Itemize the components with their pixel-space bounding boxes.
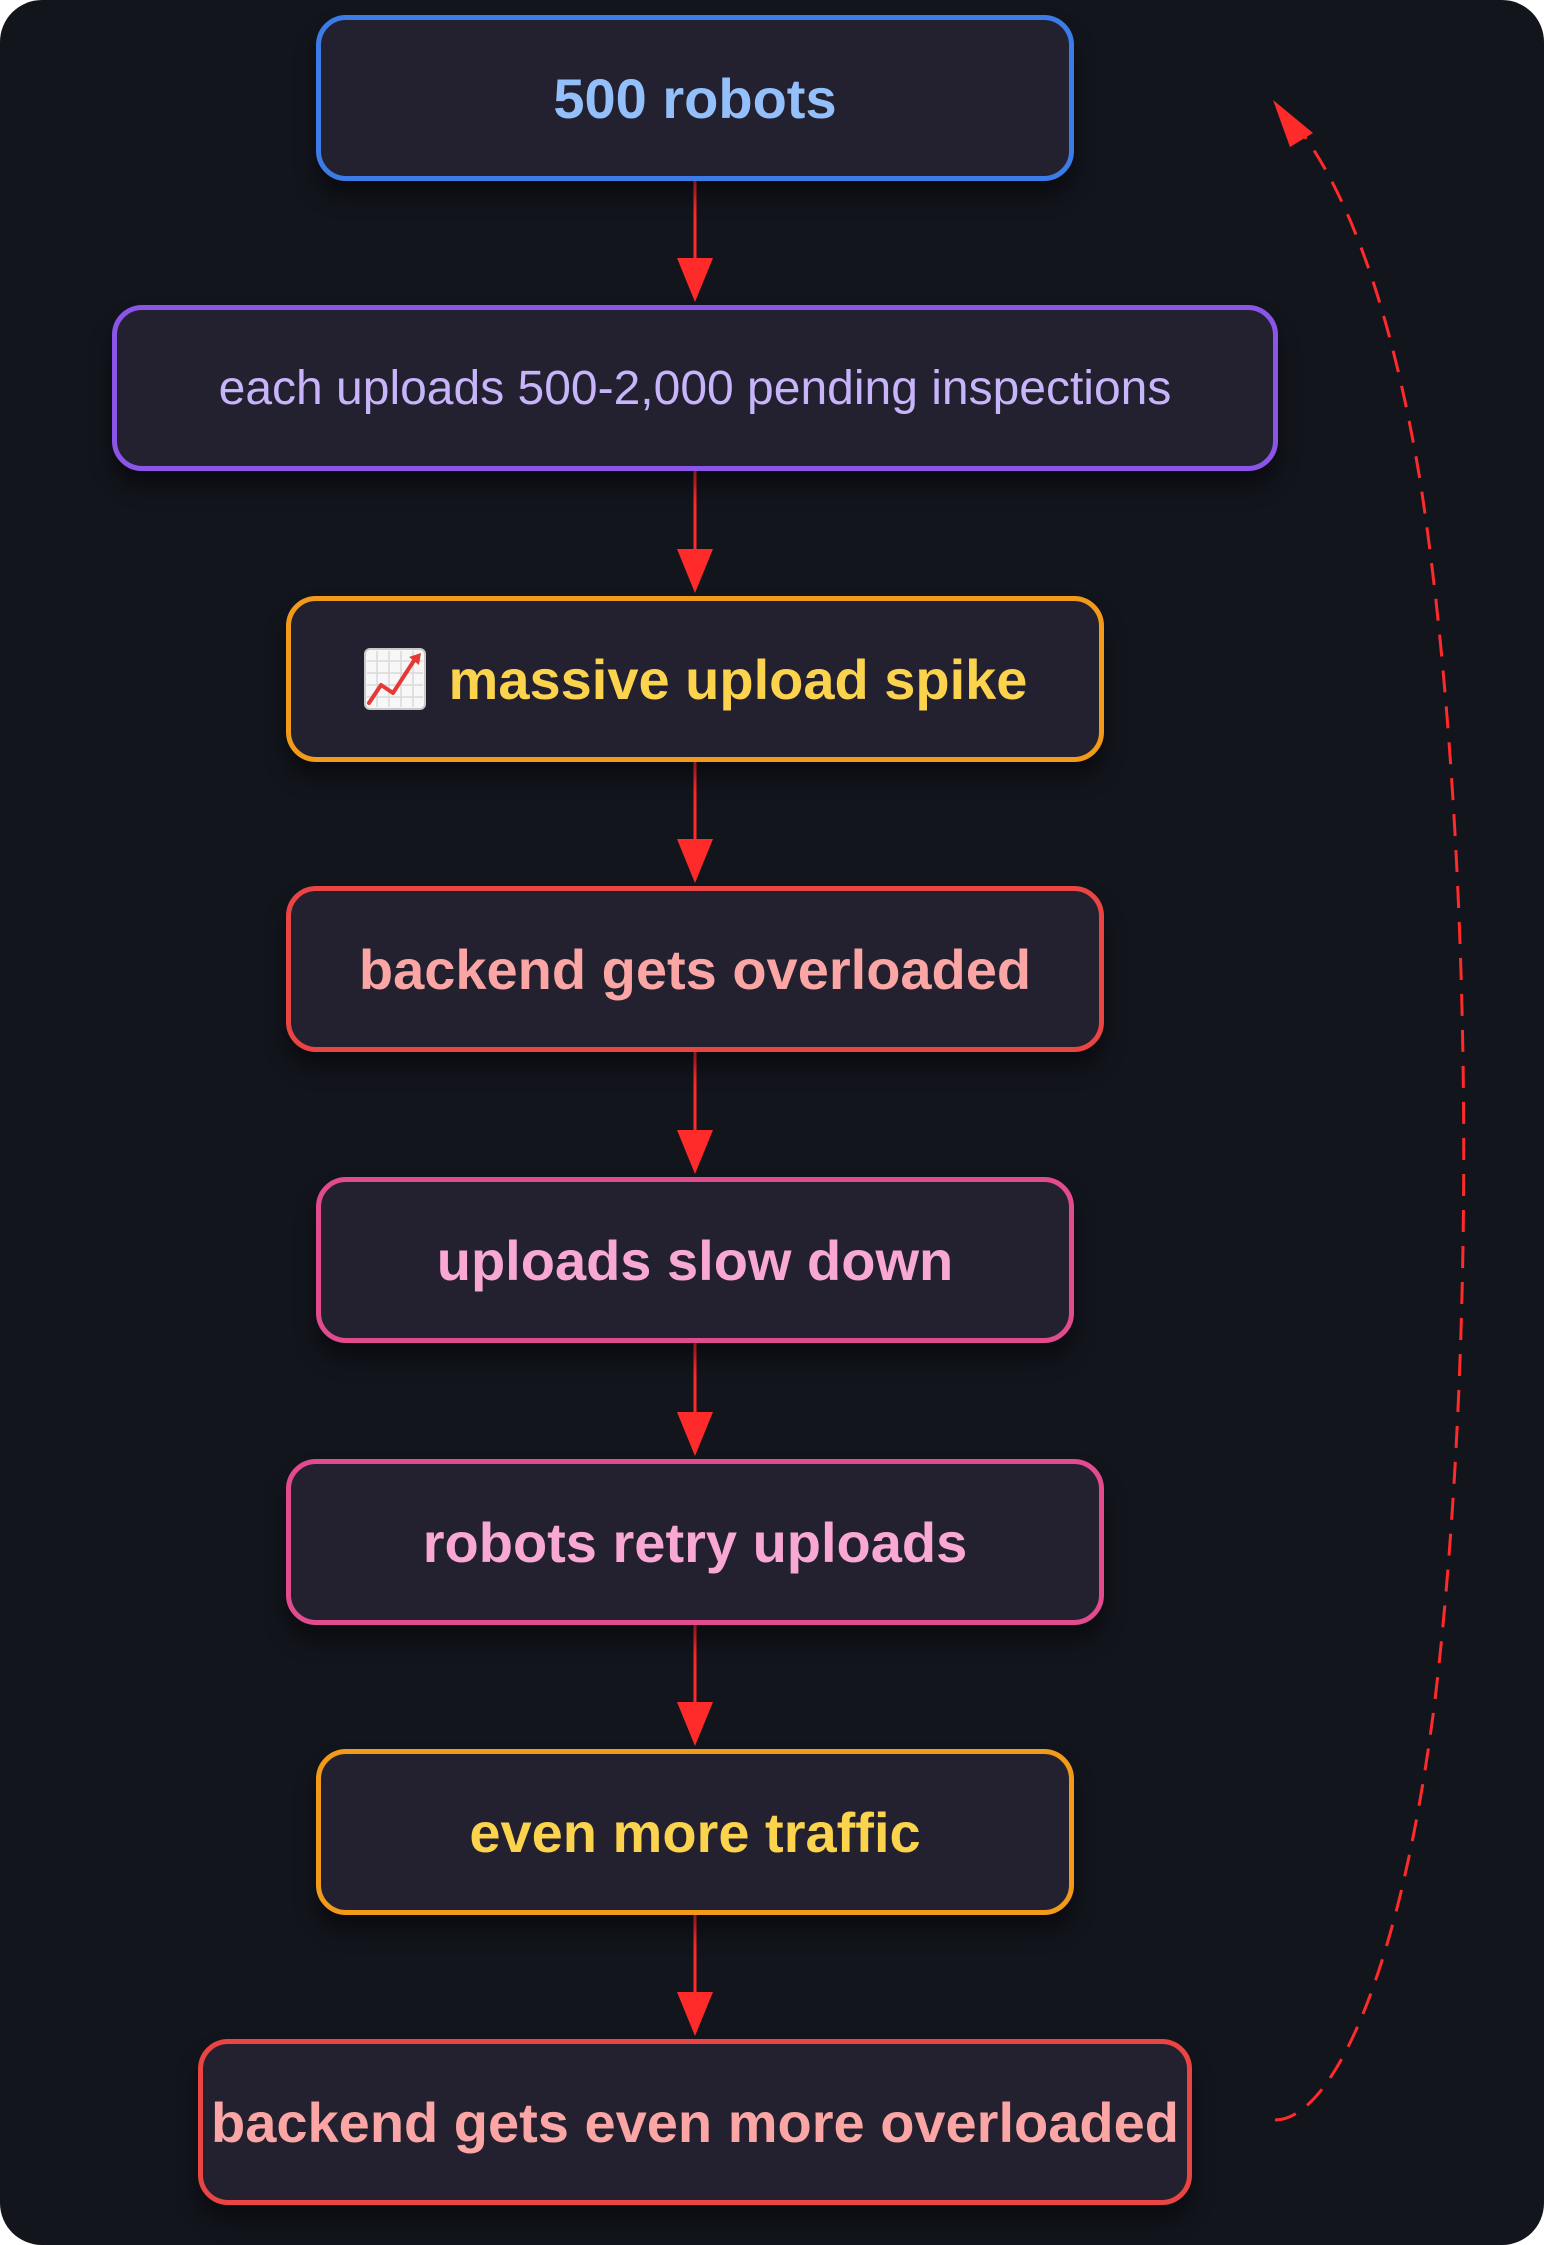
node-even-more-traffic: even more traffic [316, 1749, 1074, 1915]
arrowhead-icon [677, 839, 713, 883]
edge-n6-n7 [677, 1625, 713, 1746]
node-label: backend gets even more overloaded [211, 2090, 1179, 2154]
node-each-uploads: each uploads 500-2,000 pending inspectio… [112, 305, 1278, 471]
node-label: robots retry uploads [422, 1510, 968, 1574]
edge-n5-n6 [677, 1343, 713, 1456]
chart-increasing-icon [363, 648, 426, 710]
arrowhead-icon [677, 1702, 713, 1746]
arrowhead-icon [677, 258, 713, 302]
node-label: each uploads 500-2,000 pending inspectio… [218, 361, 1172, 415]
edge-n8-n1-feedback-loop [1273, 100, 1466, 2122]
edge-n7-n8 [677, 1915, 713, 2036]
node-label: backend gets overloaded [358, 937, 1032, 1001]
node-backend-overloaded: backend gets overloaded [286, 886, 1104, 1052]
arrowhead-icon [677, 1992, 713, 2036]
node-uploads-slow-down: uploads slow down [316, 1177, 1074, 1343]
arrowhead-icon [1273, 100, 1313, 147]
arrowhead-icon [677, 549, 713, 593]
node-label: uploads slow down [436, 1228, 954, 1292]
node-label: 500 robots [553, 66, 837, 130]
edge-n4-n5 [677, 1052, 713, 1174]
edge-n3-n4 [677, 762, 713, 883]
node-backend-even-more-overloaded: backend gets even more overloaded [198, 2039, 1192, 2205]
node-label: massive upload spike [448, 647, 1028, 711]
edge-n1-n2 [677, 181, 713, 302]
node-massive-upload-spike: massive upload spike [286, 596, 1104, 762]
node-500-robots: 500 robots [316, 15, 1074, 181]
node-label: even more traffic [469, 1800, 921, 1864]
arrowhead-icon [677, 1130, 713, 1174]
node-robots-retry: robots retry uploads [286, 1459, 1104, 1625]
arrowhead-icon [677, 1412, 713, 1456]
edge-n2-n3 [677, 471, 713, 593]
